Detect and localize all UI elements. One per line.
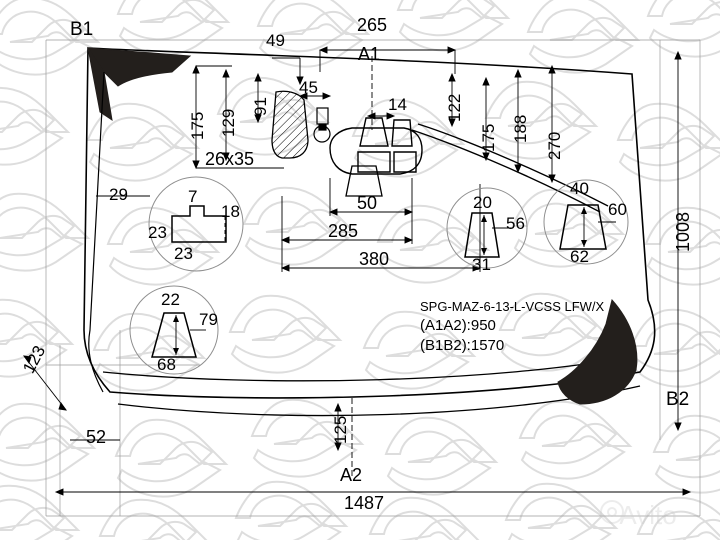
dim-overall-height: 1008 [673,211,693,252]
spec-a1a2: (A1A2):950 [420,317,496,334]
corner-black-b2 [557,298,638,405]
dim-overall-width: 1487 [344,493,385,513]
dim-right-188: 188 [511,114,530,143]
detail-bracket-right: 18 [221,202,240,221]
left-pillar-strip [88,71,105,393]
dim-left-29: 29 [109,185,128,204]
detail-bubble-bracket [148,176,244,272]
dim-chain-285: 285 [328,221,359,241]
avito-watermark: Avito [600,500,677,530]
dim-top-width: 265 [357,15,388,35]
dim-chain-50: 50 [357,193,378,213]
center-detail-shape [345,165,383,197]
detail-bracket-shape [171,205,227,243]
dim-bottom-left-52: 52 [86,427,107,447]
dim-right-175: 175 [479,123,498,152]
dim-center-45: 45 [299,78,318,97]
detail-trapezoid-center-side: 56 [506,214,525,233]
dim-left-91: 91 [251,97,270,116]
detail-trapezoid-lower-left-side: 79 [199,310,218,329]
camera-cluster [329,117,423,175]
detail-trapezoid-right-top: 40 [570,179,589,198]
detail-trapezoid-lower-left-top: 22 [161,290,180,309]
right-pillar-line [411,123,609,213]
dim-center-14: 14 [388,95,407,114]
detail-bracket-bottom: 23 [174,244,193,263]
detail-bubble-trapezoid-center [446,187,528,269]
svg-text:Avito: Avito [619,500,676,530]
detail-trapezoid-center-bottom: 31 [472,255,491,274]
detail-trapezoid-center-shape [464,212,512,258]
detail-bubble-trapezoid-lower-left [129,285,219,375]
detail-trapezoid-right-side: 60 [608,200,627,219]
corner-black-b1 [87,47,192,87]
dim-left-129: 129 [219,108,238,137]
detail-trapezoid-lower-left-shape [151,312,206,358]
dim-hole-26x35: 26x35 [205,149,255,169]
corner-label-b1: B1 [70,19,94,40]
detail-bubble-trapezoid-right [543,179,629,265]
corner-label-b2: B2 [666,389,690,410]
dim-chain-380: 380 [359,249,390,269]
sensor-bracket-left [313,107,331,143]
mirror-base-hatch [271,90,309,159]
windshield-outline [83,47,656,399]
corner-label-a1: A1 [358,44,381,64]
part-number: SPG-MAZ-6-13-L-VCSS LFW/X [420,299,605,314]
detail-trapezoid-lower-left-bottom: 68 [157,355,176,374]
spec-b1b2: (B1B2):1570 [420,337,505,354]
dimension-lines [23,46,692,496]
detail-trapezoid-center-top: 20 [473,193,492,212]
detail-bracket-left: 23 [148,223,167,242]
corner-label-a2: A2 [340,465,363,485]
dim-bottom-125: 125 [331,415,350,444]
detail-trapezoid-right-shape [559,204,616,250]
dim-right-122: 122 [445,93,464,122]
dim-right-270: 270 [545,131,564,160]
dim-top-offset: 49 [266,31,285,50]
detail-bracket-top: 7 [188,187,198,206]
construction-lines [45,39,701,517]
dim-left-175: 175 [188,111,207,140]
detail-trapezoid-right-bottom: 62 [570,247,589,266]
